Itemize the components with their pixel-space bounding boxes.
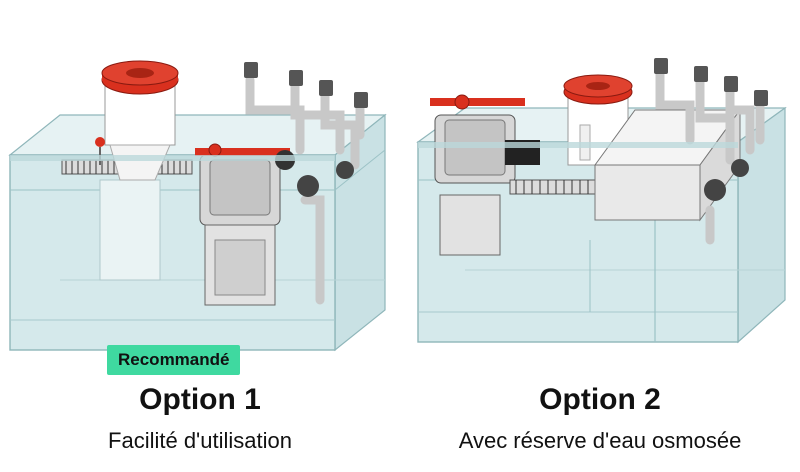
plumbing: [655, 67, 765, 245]
sump-illustration-option-1: [8, 60, 387, 352]
filter-rack: [509, 179, 601, 195]
roller-filter: [195, 143, 295, 306]
recommended-badge: Recommandé: [107, 345, 241, 375]
option-title: Option 2: [539, 383, 661, 416]
option-subtitle: Facilité d'utilisation: [108, 428, 292, 453]
protein-skimmer: [95, 60, 179, 281]
option-2-card[interactable]: Option 2 Avec réserve d'eau osmosée: [400, 0, 800, 472]
protein-skimmer: [563, 74, 633, 166]
option-1-card[interactable]: Recommandé Option 1 Facilité d'utilisati…: [0, 0, 400, 472]
option-subtitle: Avec réserve d'eau osmosée: [458, 428, 742, 453]
option-title: Option 1: [139, 383, 261, 416]
sump-illustration-option-2: [416, 58, 787, 344]
